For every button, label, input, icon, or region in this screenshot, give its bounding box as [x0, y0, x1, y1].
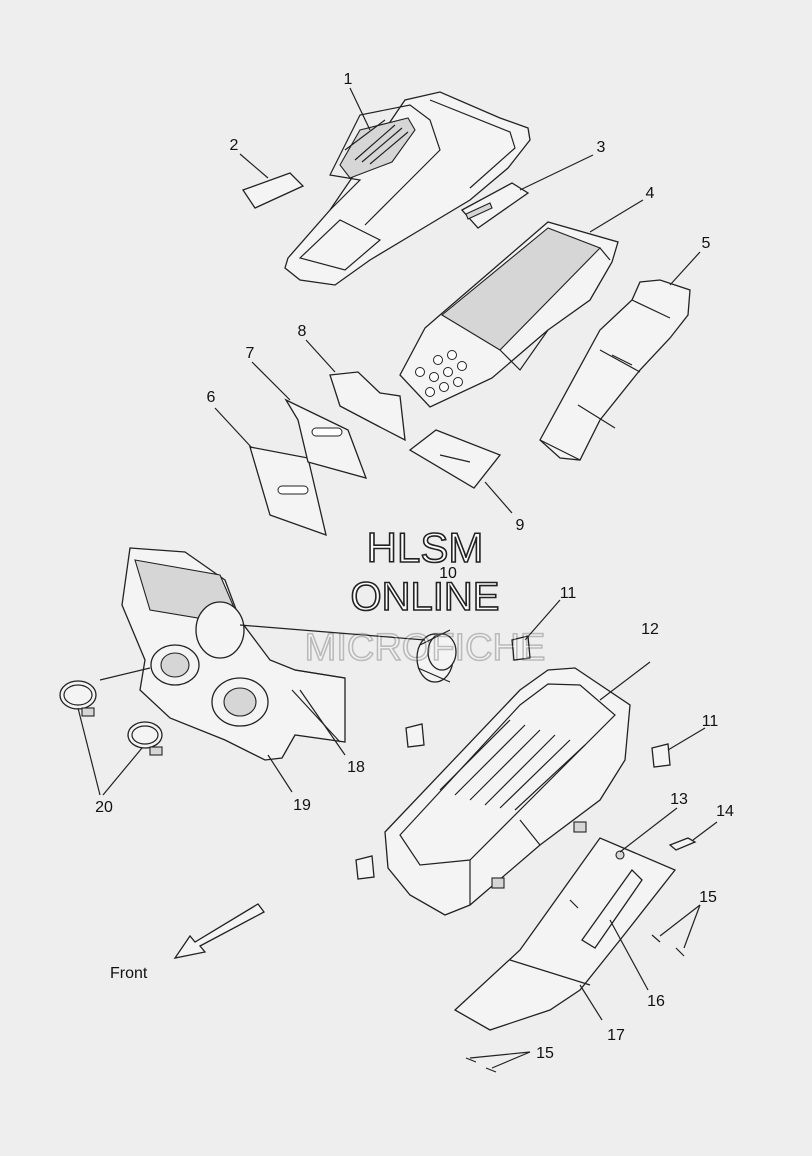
callout-14: 14: [716, 803, 734, 820]
part-nut-13: [615, 850, 625, 860]
callout-10: 10: [439, 565, 457, 582]
part-clip-11b: [651, 743, 671, 768]
callout-8: 8: [298, 323, 307, 340]
part-label-2: [241, 172, 305, 209]
watermark-line1: HLSM: [367, 524, 484, 571]
part-bracket-16: [581, 868, 643, 949]
callout-2: 2: [230, 137, 239, 154]
callout-15a: 15: [699, 889, 717, 906]
callout-4: 4: [646, 185, 655, 202]
callout-7: 7: [246, 345, 255, 362]
callout-15b: 15: [536, 1045, 554, 1062]
watermark: HLSM ONLINE MICROFICHE: [304, 523, 546, 670]
callout-16: 16: [647, 993, 665, 1010]
part-adaptor: [121, 547, 346, 761]
callout-12: 12: [641, 621, 659, 638]
part-airbox-lower: [384, 667, 631, 916]
callout-6: 6: [207, 389, 216, 406]
leader-lines: [77, 87, 718, 1069]
watermark-line2: ONLINE: [351, 575, 500, 619]
part-plate-8: [329, 371, 406, 442]
callout-1: 1: [344, 71, 353, 88]
part-clamps-20: [59, 680, 163, 756]
callout-11a: 11: [560, 585, 577, 602]
part-intake-duct: [539, 279, 691, 461]
part-coupler-10: [416, 629, 457, 683]
callout-19: 19: [293, 797, 311, 814]
watermark-line3: MICROFICHE: [305, 627, 546, 669]
callouts: 1 2 3 4 5 6 7 8 9 10 11 12 11 13 14 15 1…: [95, 71, 734, 1062]
part-label-14: [668, 837, 697, 851]
front-label: Front: [110, 965, 148, 982]
callout-18: 18: [347, 759, 365, 776]
part-plate-7: [284, 398, 368, 479]
callout-11b: 11: [702, 713, 719, 730]
part-screws-15: [465, 899, 685, 1073]
callout-13: 13: [670, 791, 688, 808]
callout-5: 5: [702, 235, 711, 252]
callout-3: 3: [597, 139, 606, 156]
callout-20: 20: [95, 799, 113, 816]
part-clip-11a: [511, 635, 531, 661]
callout-9: 9: [516, 517, 525, 534]
callout-17: 17: [607, 1027, 625, 1044]
part-label-3: [460, 182, 530, 229]
front-arrow: [173, 903, 265, 959]
part-filter: [399, 221, 619, 408]
part-cover: [284, 91, 531, 286]
